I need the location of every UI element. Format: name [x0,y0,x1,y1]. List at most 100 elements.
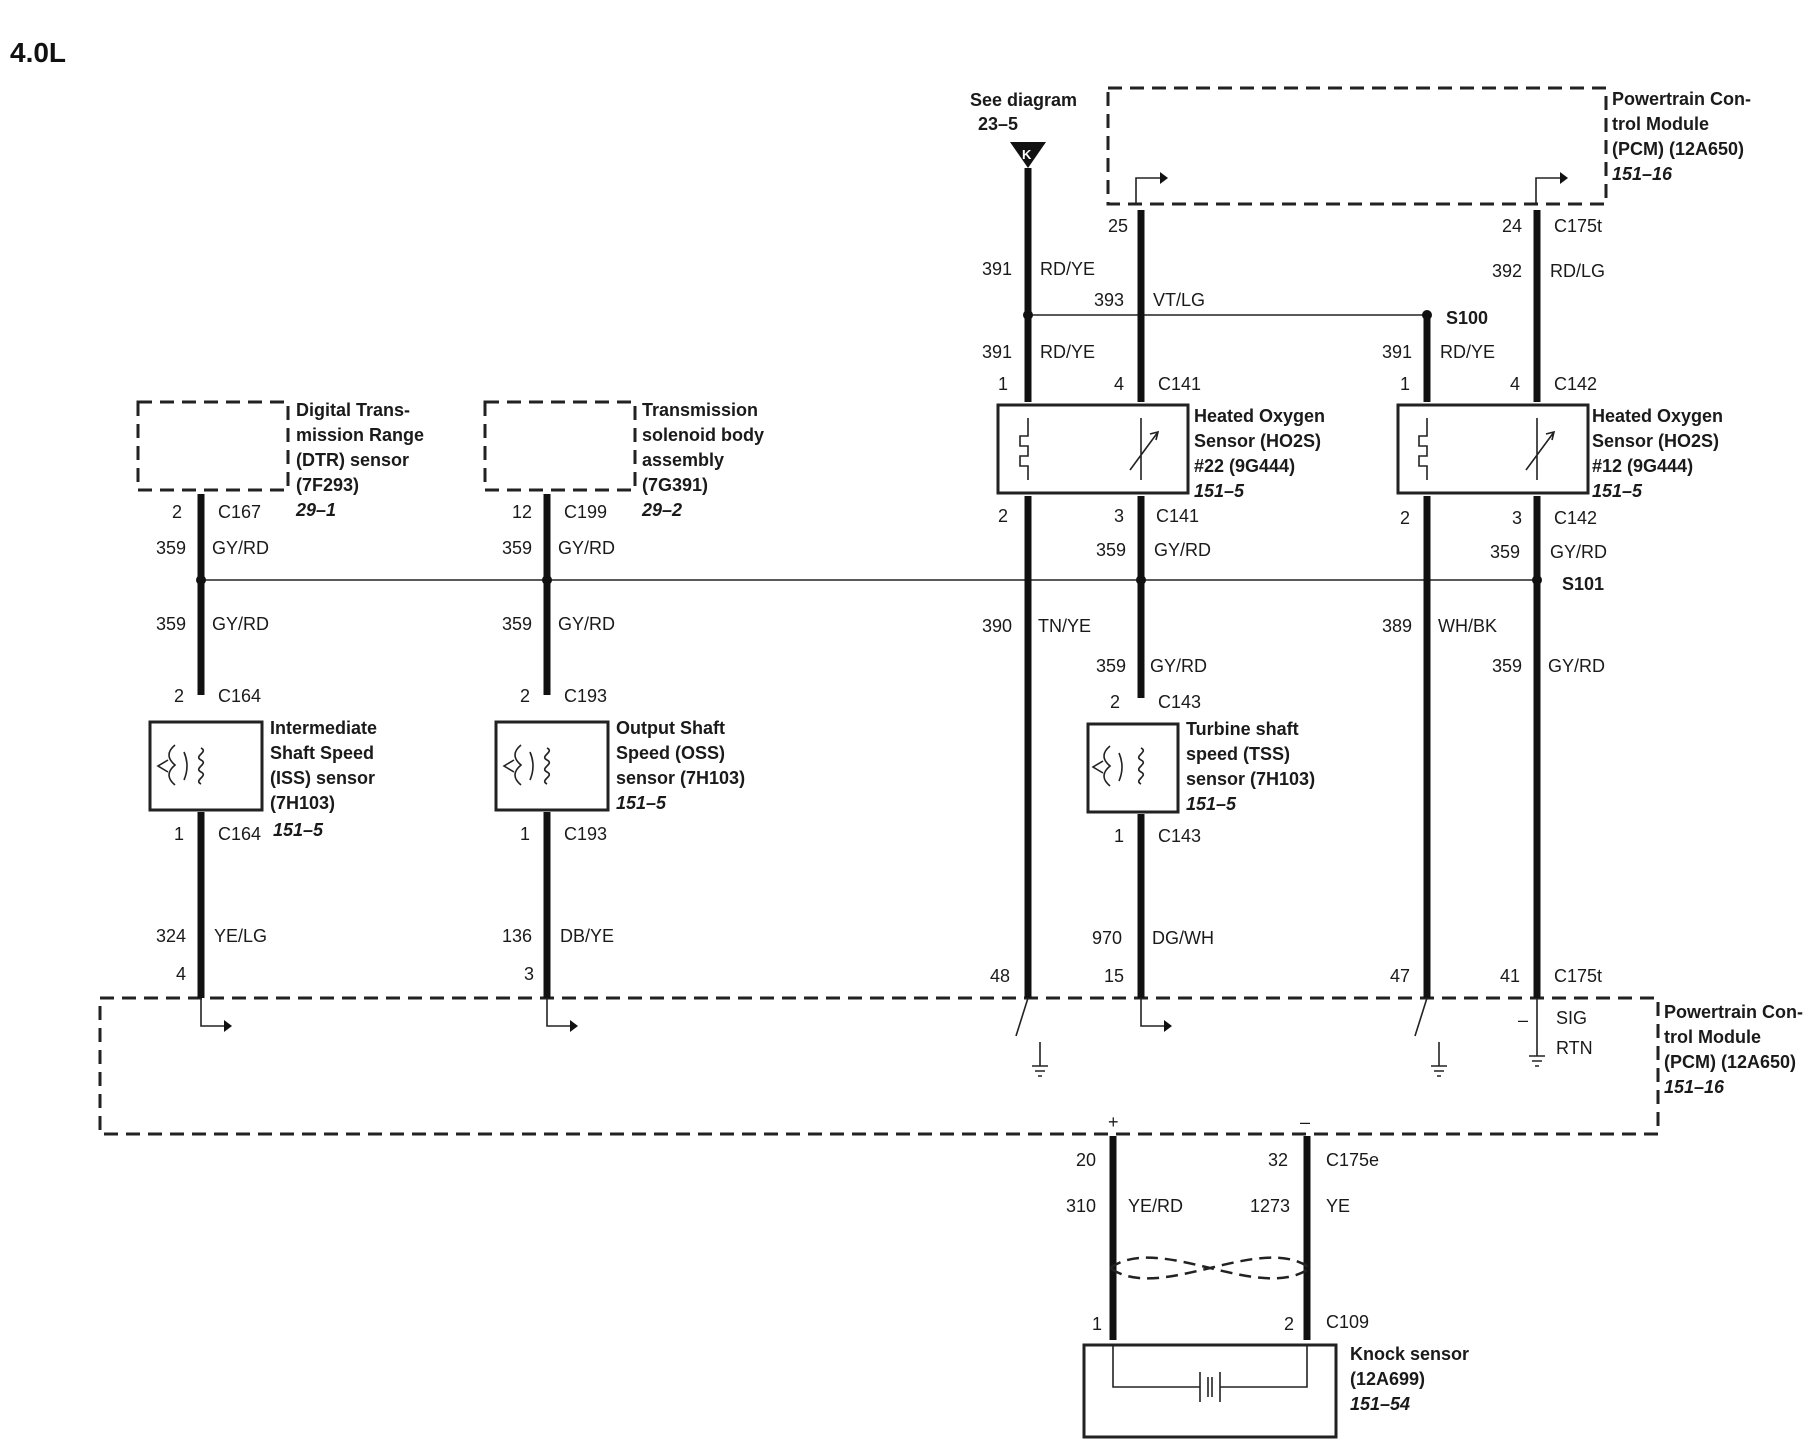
knock-label-1: Knock sensor [1350,1344,1469,1364]
knock-pin-b: 2 [1284,1314,1294,1334]
ho2s22-tn-num: 390 [982,616,1012,636]
ho2s12-variable-resistor-icon [1525,418,1556,480]
ho2s12-pcm-conn-top: C175t [1554,216,1602,236]
knock-pcm-pin-a: 20 [1076,1150,1096,1170]
pcm-top-module: Powertrain Con- trol Module (PCM) (12A65… [1106,86,1751,206]
ho2s22-vt-col: VT/LG [1153,290,1205,310]
ho2s12-label-3: #12 (9G444) [1592,456,1693,476]
tss-coil-icon [1137,747,1145,785]
iss-w-col: YE/LG [214,926,267,946]
ho2s22-gy-num: 359 [1096,540,1126,560]
iss-sensor-icon [156,744,188,786]
oss-coil-icon [543,747,551,785]
ho2s12-pin1: 1 [1400,374,1410,394]
ho2s22-heater-icon [1019,418,1029,480]
knock-plus-label: + [1108,1112,1119,1132]
see-diagram-label: See diagram [970,90,1077,110]
oss-sensor-icon [502,744,534,786]
dtr-label-4: (7F293) [296,475,359,495]
knock-w-a-col: YE/RD [1128,1196,1183,1216]
oss-w-num: 136 [502,926,532,946]
ho2s22-switch-icon [1015,997,1041,1066]
iss-pcm-pin: 4 [176,964,186,984]
knock-w-b-col: YE [1326,1196,1350,1216]
ho2s22-rd2-num: 391 [982,342,1012,362]
oss-pin-top: 2 [520,686,530,706]
pcm-top-ref: 151–16 [1612,164,1673,184]
ho2s12-gy-col: GY/RD [1550,542,1607,562]
oss-pcm-arrow-icon [570,1020,578,1032]
knock-pcm-pin-b: 32 [1268,1150,1288,1170]
ho2s22-gy-col: GY/RD [1154,540,1211,560]
tss-w-col-top: GY/RD [1150,656,1207,676]
ho2s12-rd-col: RD/YE [1440,342,1495,362]
oss-ref: 151–5 [616,793,667,813]
tsb-conn-top: C199 [564,502,607,522]
knock-minus-label: – [1300,1112,1310,1132]
oss-label-2: Speed (OSS) [616,743,725,763]
connector-k-letter: K [1022,147,1032,162]
tsb-w2-num: 359 [502,614,532,634]
see-diagram-ref: 23–5 [978,114,1018,134]
ho2s12-rd-num: 391 [1382,342,1412,362]
iss-w-num: 324 [156,926,186,946]
tsb-group: Transmission solenoid body assembly (7G3… [483,400,764,695]
ho2s22-rd-splice-dot [1023,310,1033,320]
pcm-top-arrow-icon-a [1160,172,1168,184]
ho2s12-group: 24 C175t S100 392 RD/LG 391 RD/YE 1 4 C1… [1382,210,1723,1077]
tss-pcm-arrow-icon [1164,1020,1172,1032]
ho2s22-label-3: #22 (9G444) [1194,456,1295,476]
see-diagram-group: See diagram 23–5 K [970,90,1077,168]
ho2s12-rdlg-num: 392 [1492,261,1522,281]
ho2s22-pin1: 1 [998,374,1008,394]
tsb-ref: 29–2 [641,500,682,520]
tss-w-num-top: 359 [1096,656,1126,676]
tss-pcm-pin: 15 [1104,966,1124,986]
pcm-bottom-module: Powertrain Con- trol Module (PCM) (12A65… [98,996,1803,1136]
tss-sensor-group: 359 GY/RD 2 C143 Turbine shaft speed (TS… [1086,656,1315,1032]
tsb-label-3: assembly [642,450,724,470]
tsb-label-1: Transmission [642,400,758,420]
tsb-w1-col: GY/RD [558,538,615,558]
iss-ref: 151–5 [273,820,324,840]
pcm-top-box [1106,86,1608,206]
ho2s12-gy-num: 359 [1490,542,1520,562]
ho2s22-pin2: 2 [998,506,1008,526]
dtr-sensor-box [136,400,290,492]
iss-sensor-group: 2 C164 Intermediate Shaft Speed (ISS) se… [148,686,377,1032]
ho2s12-switch-icon [1414,997,1440,1066]
tss-label-2: speed (TSS) [1186,744,1290,764]
pcm-top-label-2: trol Module [1612,114,1709,134]
dtr-w1-num: 359 [156,538,186,558]
oss-pin-bot: 1 [520,824,530,844]
ho2s12-pin3: 3 [1512,508,1522,528]
pcm-bottom-label-1: Powertrain Con- [1664,1002,1803,1022]
tsb-w1-num: 359 [502,538,532,558]
knock-label-2: (12A699) [1350,1369,1425,1389]
tsb-w2-col: GY/RD [558,614,615,634]
s101-label: S101 [1562,574,1604,594]
iss-pin-top: 2 [174,686,184,706]
s101-splice-dot [1532,575,1542,585]
ho2s22-conn-bot: C141 [1156,506,1199,526]
ho2s12-gy2-col: GY/RD [1548,656,1605,676]
pcm-top-arrow-icon-b [1560,172,1568,184]
knock-sensor-box [1082,1343,1338,1439]
ho2s22-rd1-col: RD/YE [1040,259,1095,279]
ho2s12-ground-icon [1431,1065,1447,1077]
oss-sensor-group: 2 C193 Output Shaft Speed (OSS) sensor (… [494,686,745,1032]
tss-w-num: 970 [1092,928,1122,948]
pcm-top-label-3: (PCM) (12A650) [1612,139,1744,159]
iss-label-2: Shaft Speed [270,743,374,763]
iss-pin-bot: 1 [174,824,184,844]
iss-pcm-arrow-icon [224,1020,232,1032]
ho2s22-pcm-pin-tn: 48 [990,966,1010,986]
dtr-w1-col: GY/RD [212,538,269,558]
dtr-sensor-group: Digital Trans- mission Range (DTR) senso… [136,400,424,695]
ho2s12-pcm-conn-bot: C175t [1554,966,1602,986]
iss-label-4: (7H103) [270,793,335,813]
dtr-conn-top: C167 [218,502,261,522]
dtr-label-2: mission Range [296,425,424,445]
ho2s22-rd2-col: RD/YE [1040,342,1095,362]
ho2s12-conn-top: C142 [1554,374,1597,394]
